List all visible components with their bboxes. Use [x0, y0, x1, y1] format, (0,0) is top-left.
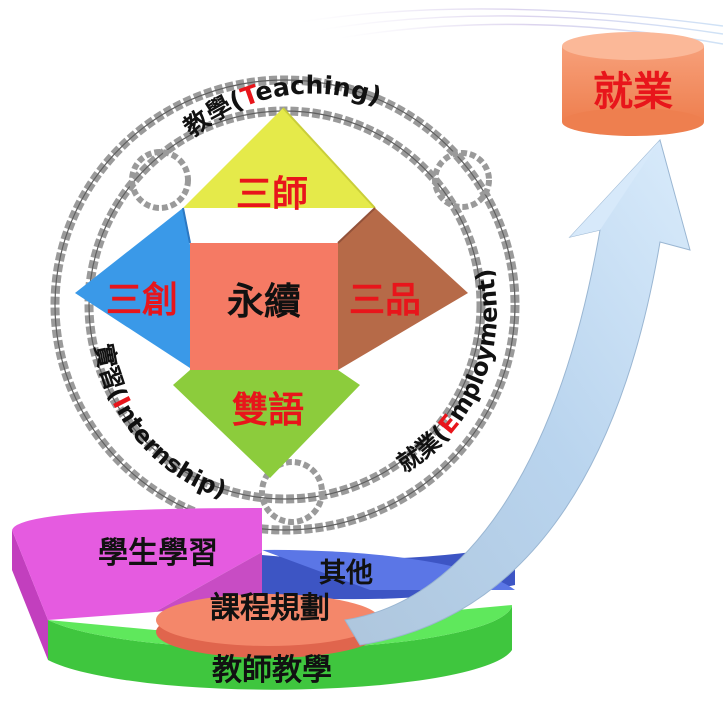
diamond-center — [190, 243, 338, 370]
diamond-right-segment — [338, 208, 468, 370]
employment-goal-cylinder — [562, 32, 704, 136]
pie-segment-course — [156, 594, 380, 646]
diamond-center-label: 永續 — [227, 280, 301, 323]
diamond-top-segment — [183, 108, 375, 208]
pie-segment-learning — [12, 508, 262, 620]
diamond-left-label: 三創 — [106, 280, 178, 321]
pie-segment-teaching-side — [48, 605, 512, 690]
diamond-right-label: 三品 — [349, 280, 421, 321]
diamond — [75, 107, 468, 478]
diamond-bottom-label: 雙語 — [232, 390, 304, 431]
pie-label-other: 其他 — [319, 558, 373, 589]
diamond-bottom-segment — [173, 370, 360, 478]
pie-segment-learning-side — [12, 530, 48, 660]
diamond-top-label: 三師 — [236, 174, 308, 215]
pie-label-teaching: 教師教學 — [212, 653, 332, 688]
pie-label-course: 課程規劃 — [210, 591, 330, 626]
growth-arrow — [344, 139, 691, 646]
employment-goal-label: 就業 — [593, 69, 673, 115]
diamond-left-segment — [75, 208, 190, 368]
pie-label-learning: 學生學習 — [98, 536, 218, 571]
